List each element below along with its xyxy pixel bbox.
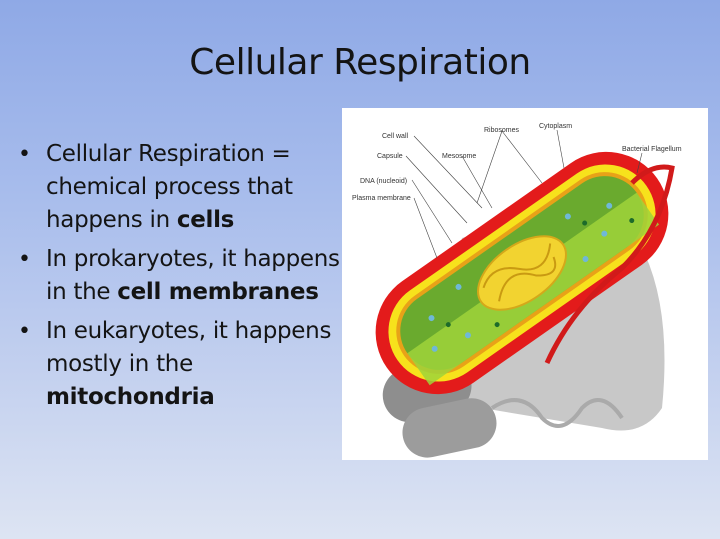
bullet-item: • In eukaryotes, it happens mostly in th…	[14, 315, 344, 414]
slide-title: Cellular Respiration	[189, 42, 531, 83]
bullet-item: • In prokaryotes, it happens in the cell…	[14, 243, 344, 309]
bullet-item: • Cellular Respiration = chemical proces…	[14, 138, 344, 237]
bullet-icon: •	[18, 247, 31, 272]
bullet-icon: •	[18, 319, 31, 344]
label-cell-wall: Cell wall	[382, 133, 409, 140]
bullet-icon: •	[18, 142, 31, 167]
label-ribosomes: Ribosomes	[484, 127, 520, 134]
label-flagellum: Bacterial Flagellum	[622, 146, 682, 153]
label-mesosome: Mesosome	[442, 153, 476, 160]
label-capsule: Capsule	[377, 153, 403, 160]
label-cytoplasm: Cytoplasm	[539, 123, 572, 130]
label-dna: DNA (nucleoid)	[360, 178, 407, 185]
bullet-list: • Cellular Respiration = chemical proces…	[14, 138, 344, 420]
label-plasma-membrane: Plasma membrane	[352, 195, 411, 202]
bacterium-diagram: Cell wall Capsule DNA (nucleoid) Plasma …	[342, 108, 708, 460]
